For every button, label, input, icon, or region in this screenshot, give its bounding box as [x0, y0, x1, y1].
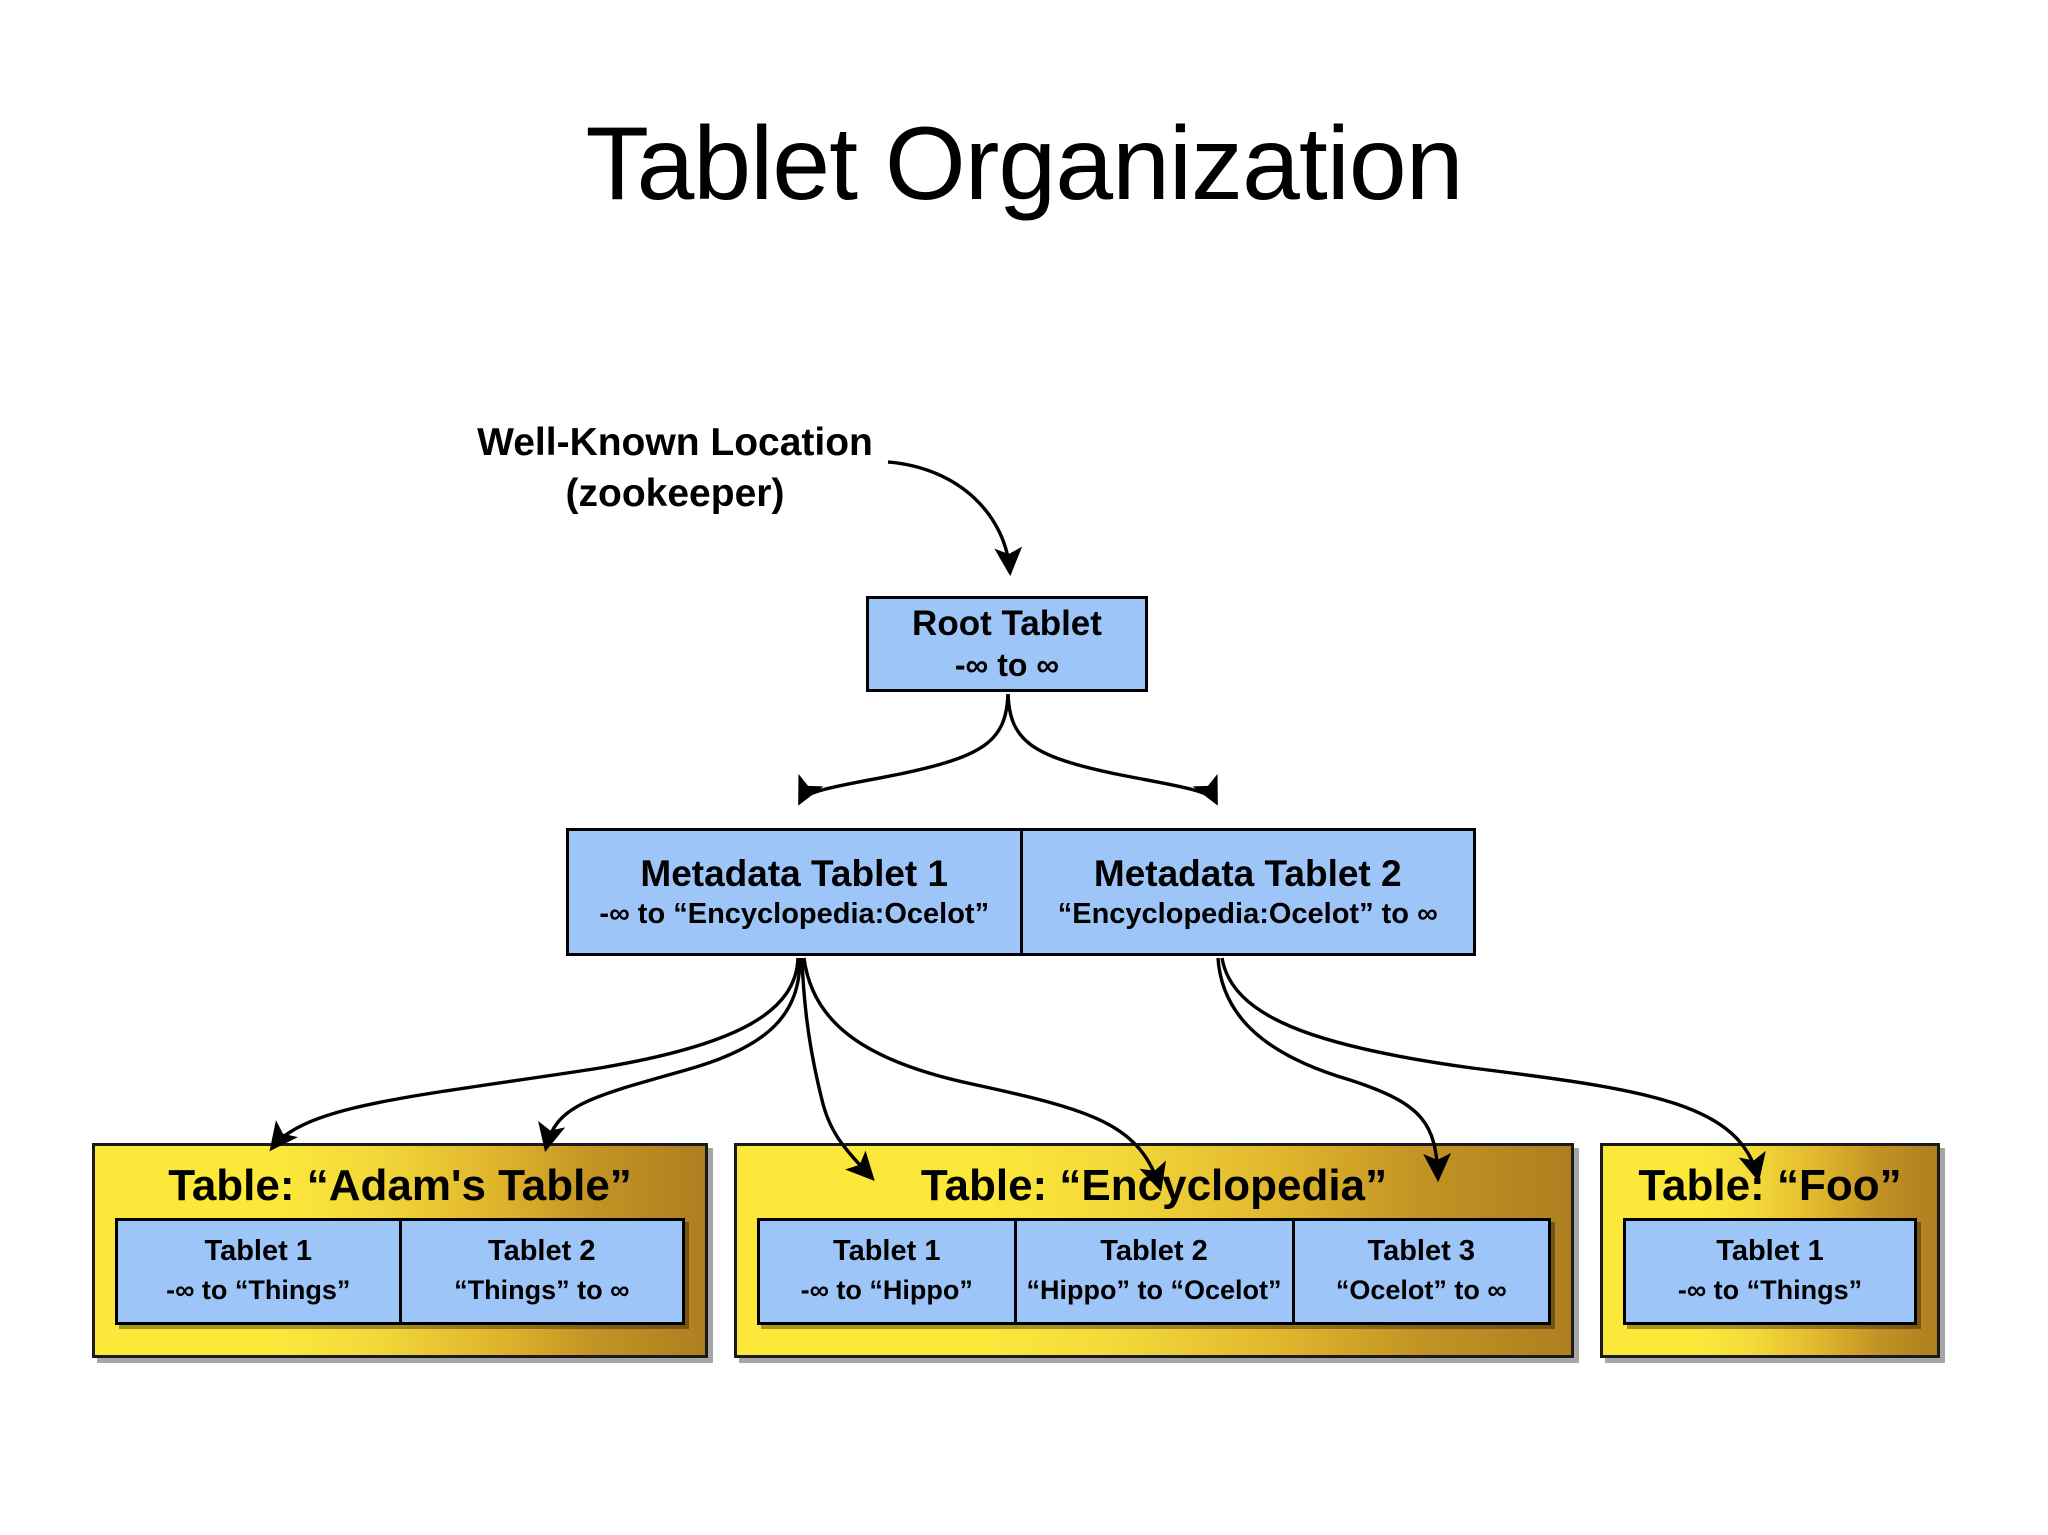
tablet-cell: Tablet 1 -∞ to “Things” — [115, 1218, 402, 1325]
metadata-tablet-group: Metadata Tablet 1 -∞ to “Encyclopedia:Oc… — [566, 828, 1476, 956]
root-tablet-range: -∞ to ∞ — [954, 646, 1060, 683]
metadata-tablet-1-range: -∞ to “Encyclopedia:Ocelot” — [599, 898, 990, 930]
tablet-name: Tablet 3 — [1367, 1235, 1475, 1267]
well-known-location-label: Well-Known Location (zookeeper) — [440, 418, 910, 519]
tablet-range: “Ocelot” to ∞ — [1335, 1275, 1507, 1306]
arrow-metadata1-to-adams-tablet1 — [269, 957, 800, 1152]
tablet-name: Tablet 1 — [204, 1235, 312, 1267]
tablet-range: -∞ to “Things” — [1677, 1275, 1863, 1306]
page-title: Tablet Organization — [585, 106, 1463, 222]
table-title-foo: Table: “Foo” — [1638, 1161, 1902, 1210]
table-title-encyclopedia: Table: “Encyclopedia” — [920, 1161, 1388, 1210]
tablet-range: -∞ to “Things” — [166, 1275, 351, 1306]
metadata-tablet-2-name: Metadata Tablet 2 — [1093, 853, 1402, 894]
tablet-range: “Things” to ∞ — [454, 1275, 630, 1306]
tablet-row: Tablet 1 -∞ to “Things” — [1623, 1218, 1917, 1325]
tablet-row: Tablet 1 -∞ to “Things” Tablet 2 “Things… — [115, 1218, 685, 1325]
tablet-row: Tablet 1 -∞ to “Hippo” Tablet 2 “Hippo” … — [757, 1218, 1552, 1325]
tablet-cell: Tablet 3 “Ocelot” to ∞ — [1294, 1218, 1552, 1325]
tablet-range: -∞ to “Hippo” — [800, 1275, 973, 1306]
table-title-adams-table: Table: “Adam's Table” — [168, 1161, 632, 1210]
metadata-tablet-2: Metadata Tablet 2 “Encyclopedia:Ocelot” … — [1022, 828, 1476, 956]
well-known-location-line1: Well-Known Location — [477, 421, 873, 464]
metadata-tablet-1: Metadata Tablet 1 -∞ to “Encyclopedia:Oc… — [566, 828, 1023, 956]
tablet-name: Tablet 1 — [1716, 1235, 1824, 1267]
tablet-name: Tablet 1 — [833, 1235, 941, 1267]
arrow-root-to-metadata-2 — [1006, 693, 1218, 806]
table-group-foo: Table: “Foo” Tablet 1 -∞ to “Things” — [1600, 1143, 1940, 1358]
metadata-tablet-1-name: Metadata Tablet 1 — [640, 853, 949, 894]
tablet-cell: Tablet 2 “Hippo” to “Ocelot” — [1016, 1218, 1295, 1325]
tablet-cell: Tablet 1 -∞ to “Hippo” — [757, 1218, 1017, 1325]
arrow-metadata1-to-adams-tablet2 — [538, 957, 802, 1152]
well-known-location-line2: (zookeeper) — [565, 471, 785, 515]
tablet-cell: Tablet 1 -∞ to “Things” — [1623, 1218, 1917, 1325]
tablet-name: Tablet 2 — [488, 1235, 596, 1267]
table-group-adams-table: Table: “Adam's Table” Tablet 1 -∞ to “Th… — [92, 1143, 708, 1358]
metadata-tablet-2-range: “Encyclopedia:Ocelot” to ∞ — [1057, 898, 1438, 930]
root-tablet-box: Root Tablet -∞ to ∞ — [866, 596, 1148, 692]
arrow-root-to-metadata-1 — [798, 693, 1010, 806]
tablet-name: Tablet 2 — [1100, 1235, 1208, 1267]
root-tablet-name: Root Tablet — [912, 604, 1102, 644]
tablet-cell: Tablet 2 “Things” to ∞ — [401, 1218, 685, 1325]
tablet-range: “Hippo” to “Ocelot” — [1026, 1275, 1282, 1306]
table-group-encyclopedia: Table: “Encyclopedia” Tablet 1 -∞ to “Hi… — [734, 1143, 1574, 1358]
